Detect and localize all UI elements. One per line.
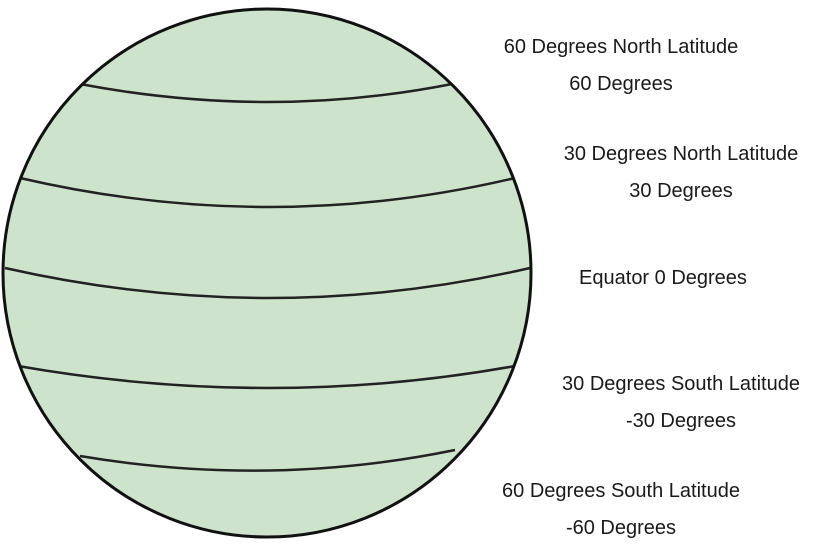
latitude-value-60-north: 60 Degrees <box>569 73 673 95</box>
globe-outline <box>1 7 533 539</box>
latitude-line-30s <box>17 364 516 390</box>
latitude-name-60-south: 60 Degrees South Latitude <box>502 480 740 502</box>
latitude-value-30-south: -30 Degrees <box>625 410 737 432</box>
latitude-line-60s <box>79 448 456 472</box>
globe-body <box>3 9 531 537</box>
latitude-line-equator <box>4 266 531 300</box>
label-30-south: 30 Degrees South Latitude -30 Degrees <box>526 366 836 440</box>
latitude-name-30-north: 30 Degrees North Latitude <box>563 143 799 165</box>
latitude-value-60-south: -60 Degrees <box>565 517 677 539</box>
latitude-name-60-north: 60 Degrees North Latitude <box>503 36 739 58</box>
latitude-name-equator: Equator 0 Degrees <box>579 267 747 289</box>
label-60-south: 60 Degrees South Latitude -60 Degrees <box>466 473 776 547</box>
latitude-name-30-south: 30 Degrees South Latitude <box>562 373 800 395</box>
label-30-north: 30 Degrees North Latitude 30 Degrees <box>526 136 836 210</box>
latitude-line-60n <box>79 82 453 104</box>
label-equator: Equator 0 Degrees <box>508 260 818 297</box>
latitude-value-30-north: 30 Degrees <box>629 180 733 202</box>
label-60-north: 60 Degrees North Latitude 60 Degrees <box>466 29 776 103</box>
latitude-line-30n <box>19 176 516 209</box>
